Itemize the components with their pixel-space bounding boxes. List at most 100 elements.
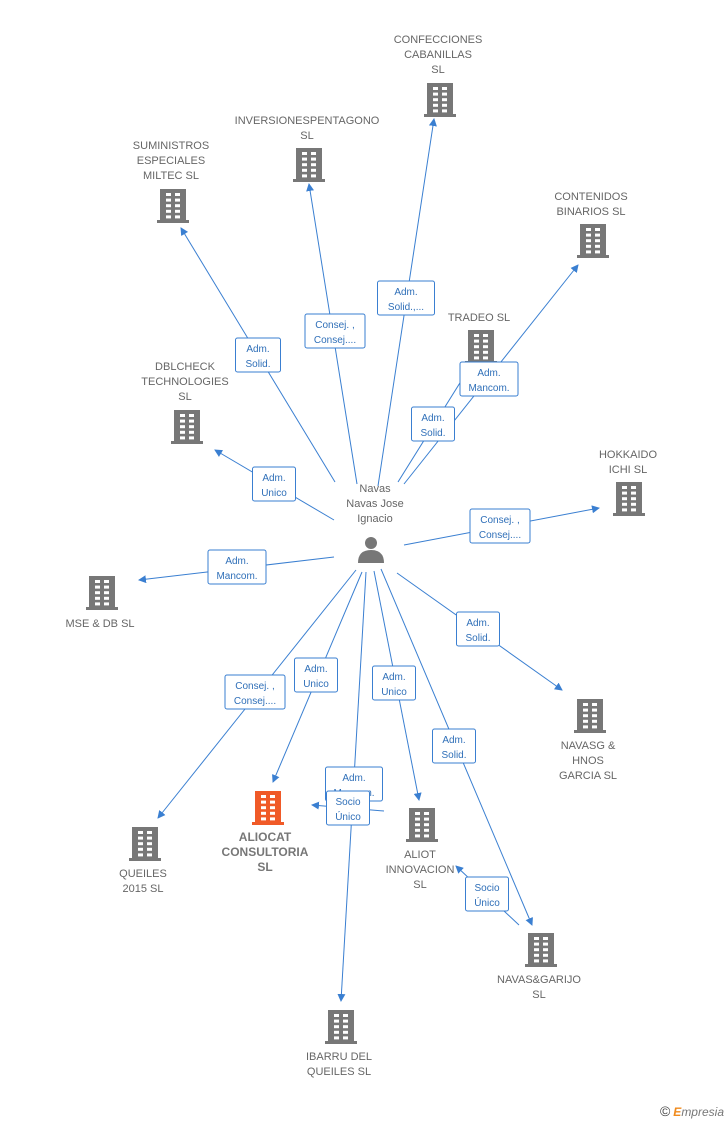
building-icon — [157, 189, 189, 223]
company-node-tradeo[interactable]: TRADEO SL — [448, 312, 510, 364]
building-icon — [171, 410, 203, 444]
edge-label-confecciones[interactable]: Adm. Solid.,... — [377, 280, 435, 316]
company-node-navasgarijo[interactable]: NAVAS&GARIJO SL — [497, 933, 581, 1001]
building-icon — [577, 224, 609, 258]
edge-label-text: Adm. — [382, 672, 405, 683]
company-label: ESPECIALES — [137, 155, 205, 167]
person-label: Navas — [359, 483, 391, 495]
edge-label-text: Unico — [261, 488, 287, 499]
edge-label-text: Único — [335, 810, 361, 823]
edge-label-box[interactable] — [372, 665, 416, 701]
company-node-queiles[interactable]: QUEILES 2015 SL — [119, 827, 167, 895]
edge-label-text: Consej.... — [479, 530, 521, 541]
edge-label-box[interactable] — [207, 549, 267, 585]
edge-label-aliot[interactable]: Adm. Unico — [372, 665, 416, 701]
person-label: Navas Jose — [346, 498, 403, 510]
company-label: SL — [178, 391, 191, 403]
company-node-inversiones[interactable]: INVERSIONESPENTAGONO SL — [235, 115, 380, 182]
company-label: SL — [257, 860, 272, 874]
company-label: INVERSIONESPENTAGONO — [235, 115, 380, 127]
edge-label-queiles[interactable]: Consej. ,Consej.... — [224, 674, 286, 710]
company-label: ALIOCAT — [239, 830, 292, 844]
building-icon — [613, 482, 645, 516]
edge-label-suministros[interactable]: Adm.Solid. — [235, 337, 281, 373]
company-label: QUEILES — [119, 868, 167, 880]
building-icon — [325, 1010, 357, 1044]
building-icon — [465, 330, 497, 364]
edge-label-box[interactable] — [252, 466, 296, 502]
edge-label-navasg[interactable]: Adm.Solid. — [456, 611, 500, 647]
edge-label-box[interactable] — [459, 361, 519, 397]
company-label: SL — [431, 64, 444, 76]
edge-label-box[interactable] — [469, 508, 531, 544]
copyright-icon: © — [659, 1103, 671, 1119]
edge-label-text: Adm. — [477, 368, 500, 379]
edge-label-text: Solid.,... — [388, 302, 424, 313]
edge-label-text: Solid. — [420, 428, 445, 439]
building-icon — [424, 83, 456, 117]
company-node-contenidos[interactable]: CONTENIDOS BINARIOS SL — [554, 191, 628, 258]
edge-label-tradeo[interactable]: Adm.Solid. — [411, 406, 455, 442]
company-label: GARCIA SL — [559, 770, 617, 782]
company-node-mse[interactable]: MSE & DB SL — [65, 576, 135, 630]
person-icon — [358, 537, 384, 563]
edge-label-inversiones[interactable]: Consej. , Consej.... — [304, 313, 366, 349]
edge-label-text: Adm. — [394, 287, 417, 298]
edge-label-text: Adm. — [304, 664, 327, 675]
company-label: HNOS — [572, 755, 604, 767]
edge-label-text: Consej.... — [234, 696, 276, 707]
building-icon — [293, 148, 325, 182]
edge-label-aliocat[interactable]: Adm. Unico — [294, 657, 338, 693]
company-label: CONTENIDOS — [554, 191, 627, 203]
edge-label-box[interactable] — [377, 280, 435, 316]
edge-label-text: Adm. — [225, 556, 248, 567]
edge-label-contenidos[interactable]: Adm.Mancom. — [459, 361, 519, 397]
edge-label-box[interactable] — [235, 337, 281, 373]
edge-label-text: Consej. , — [315, 320, 354, 331]
company-label: NAVASG & — [561, 740, 616, 752]
company-label: ALIOT — [404, 849, 436, 861]
edge-label-mse[interactable]: Adm.Mancom. — [207, 549, 267, 585]
company-label: MSE & DB SL — [65, 618, 134, 630]
company-label: SL — [300, 130, 313, 142]
building-icon — [574, 699, 606, 733]
edge-label-box[interactable] — [411, 406, 455, 442]
edge-label-text: Unico — [381, 687, 407, 698]
edge-label-text: Consej. , — [480, 515, 519, 526]
edge-label-text: Unico — [303, 679, 329, 690]
edge-label-hokkaido[interactable]: Consej. , Consej.... — [469, 508, 531, 544]
company-label: ICHI SL — [609, 464, 648, 476]
company-label: SL — [532, 989, 545, 1001]
company-label: NAVAS&GARIJO — [497, 974, 581, 986]
company-label: BINARIOS SL — [556, 206, 625, 218]
company-label: SL — [413, 879, 426, 891]
edge-label-box[interactable] — [465, 876, 509, 912]
edge-label-navasgarijo[interactable]: Adm.Solid. — [432, 728, 476, 764]
edge-label-text: Adm. — [246, 344, 269, 355]
edge-label-box[interactable] — [456, 611, 500, 647]
edge-label-box[interactable] — [326, 790, 370, 826]
edge-label-box[interactable] — [224, 674, 286, 710]
edge-label-box[interactable] — [294, 657, 338, 693]
company-node-navasg[interactable]: NAVASG & HNOS GARCIA SL — [559, 699, 617, 782]
building-icon — [525, 933, 557, 967]
edge-label-dblcheck[interactable]: Adm.Unico — [252, 466, 296, 502]
company-label: 2015 SL — [123, 883, 164, 895]
brand-initial: E — [673, 1105, 682, 1119]
edge-label-text: Consej.... — [314, 335, 356, 346]
edge-label-box[interactable] — [432, 728, 476, 764]
edge-label-text: Único — [474, 896, 500, 909]
edge-label-box[interactable] — [304, 313, 366, 349]
edge-label-text: Socio — [474, 883, 499, 894]
